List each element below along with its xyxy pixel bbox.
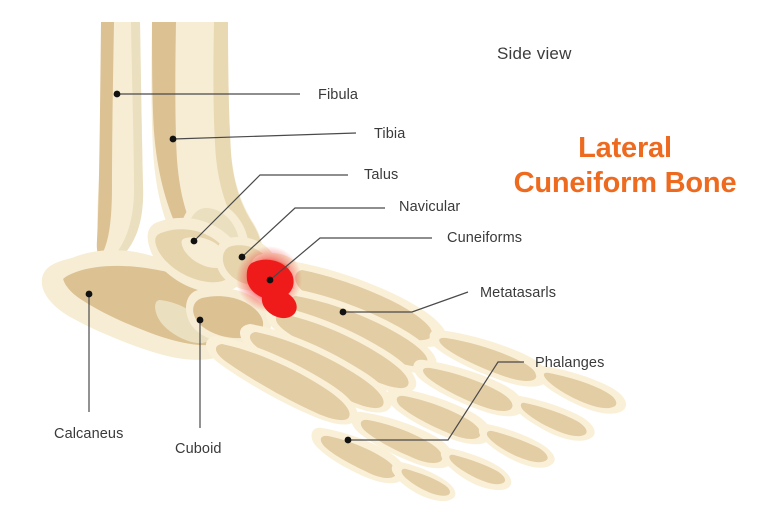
metatarsal-bones	[205, 262, 447, 425]
leader-lines-group	[88, 93, 524, 441]
leader-line-phalanges	[348, 361, 524, 441]
leader-dot-calcaneus	[85, 290, 93, 298]
leader-line-talus	[193, 174, 348, 242]
leader-line-metatasarls	[343, 291, 469, 313]
bone-label-navicular: Navicular	[399, 199, 461, 215]
fibula-bone	[96, 22, 144, 261]
bone-label-calcaneus: Calcaneus	[54, 426, 124, 442]
bone-label-talus: Talus	[364, 167, 399, 183]
leader-dots-group	[85, 90, 352, 444]
leader-dot-cuboid	[196, 316, 204, 324]
leader-dot-fibula	[113, 90, 121, 98]
page-title-line-2: Cuneiform Bone	[513, 167, 737, 200]
phalanx-bones	[311, 329, 627, 502]
leader-dot-talus	[190, 237, 198, 245]
bone-label-cuneiforms: Cuneiforms	[447, 230, 523, 246]
leader-dot-metatasarls	[339, 308, 347, 316]
leader-dot-phalanges	[344, 436, 352, 444]
bone-label-fibula: Fibula	[318, 87, 359, 103]
bone-label-metatasarls: Metatasarls	[480, 285, 557, 301]
leader-line-cuneiforms	[269, 237, 432, 281]
leader-dot-navicular	[238, 253, 246, 261]
page-title: Lateral Cuneiform Bone	[490, 131, 760, 202]
leader-dot-tibia	[169, 135, 177, 143]
page-title-line-1: Lateral	[578, 132, 672, 164]
bone-label-cuboid: Cuboid	[175, 441, 222, 457]
leader-dot-cuneiforms	[266, 276, 274, 284]
bone-label-tibia: Tibia	[374, 126, 406, 142]
leader-line-navicular	[241, 207, 385, 258]
bone-label-phalanges: Phalanges	[535, 355, 605, 371]
leader-line-tibia	[172, 132, 357, 140]
side-view-caption: Side view	[497, 44, 572, 63]
